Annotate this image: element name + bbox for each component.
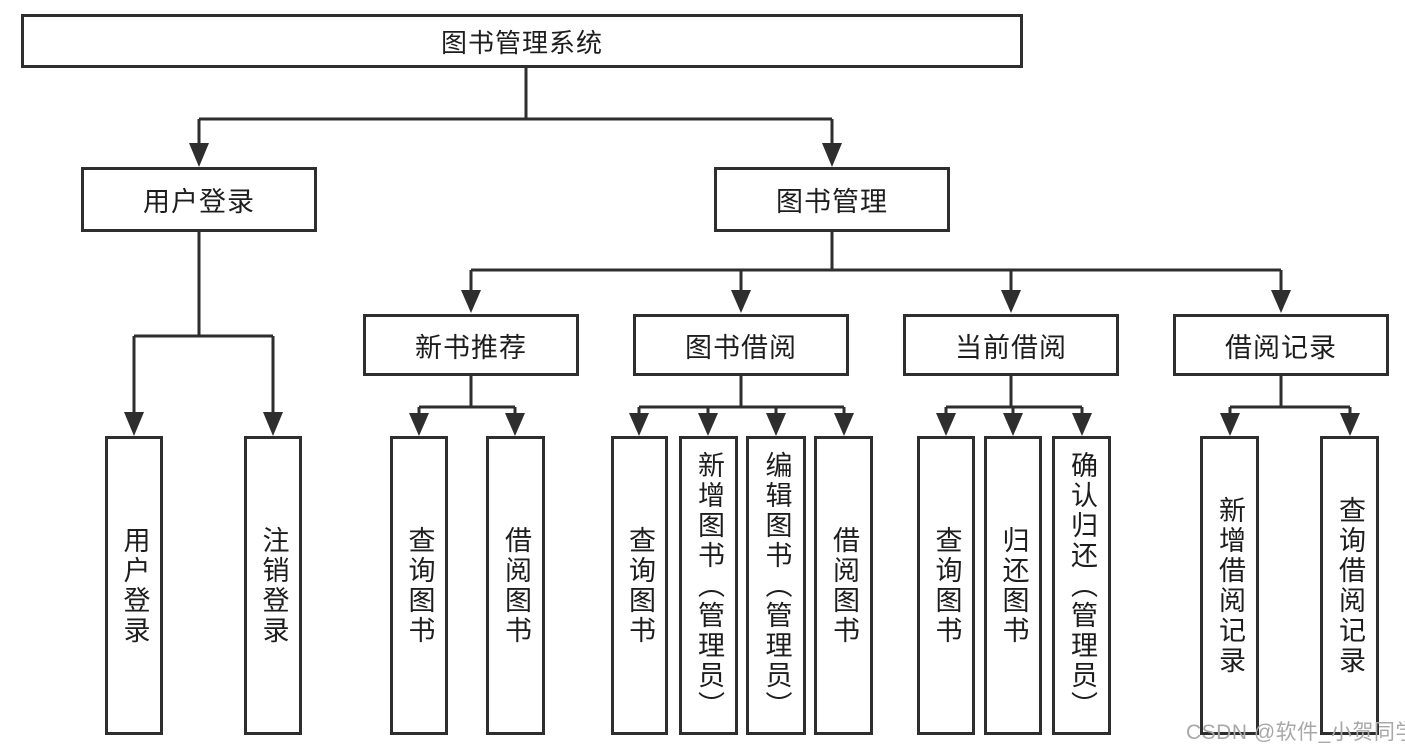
- node-library-management-system: 图书管理系统: [21, 14, 1023, 68]
- connector-book-borrowing-children: [629, 376, 854, 436]
- connector-current-borrowing-children: [936, 376, 1092, 436]
- leaf-borrow-books-recommend: 借阅图书: [486, 436, 545, 735]
- node-current-borrowing: 当前借阅: [903, 314, 1119, 376]
- node-borrowing-records: 借阅记录: [1173, 314, 1389, 376]
- connector-new-book-recommendation-children: [409, 376, 525, 436]
- leaf-confirm-return-admin: 确认归还（管理员）: [1052, 436, 1111, 735]
- node-user-login: 用户登录: [81, 167, 317, 232]
- leaf-query-books-current: 查询图书: [917, 436, 975, 735]
- node-new-book-recommendation: 新书推荐: [363, 314, 579, 376]
- node-book-management: 图书管理: [714, 167, 950, 232]
- connector-borrowing-records-children: [1220, 376, 1360, 436]
- leaf-borrow-books-borrowing: 借阅图书: [814, 436, 873, 735]
- leaf-edit-book-admin: 编辑图书（管理员）: [746, 436, 806, 735]
- leaf-return-book: 归还图书: [984, 436, 1042, 735]
- leaf-query-borrow-record: 查询借阅记录: [1320, 436, 1379, 735]
- leaf-query-books-recommend: 查询图书: [390, 436, 448, 735]
- connector-user-login-children: [124, 232, 283, 436]
- leaf-logout: 注销登录: [244, 436, 302, 735]
- leaf-add-book-admin: 新增图书（管理员）: [679, 436, 738, 735]
- connector-root-to-level2: [189, 68, 842, 167]
- connector-book-management-children: [461, 232, 1291, 313]
- leaf-query-books-borrowing: 查询图书: [611, 436, 668, 735]
- csdn-watermark: CSDN @软件_小贺同学: [1186, 721, 1405, 744]
- leaf-add-borrow-record: 新增借阅记录: [1200, 436, 1259, 735]
- node-book-borrowing: 图书借阅: [633, 314, 849, 376]
- leaf-user-login: 用户登录: [105, 436, 163, 735]
